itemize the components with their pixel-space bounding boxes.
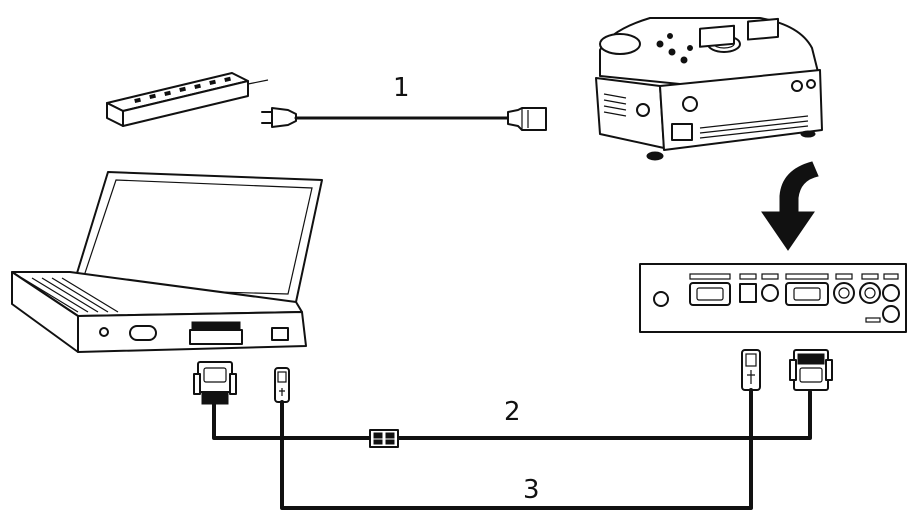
vga-connector-icon	[193, 361, 237, 405]
usb-connector-icon	[274, 367, 290, 403]
label-usb-cable: 3	[523, 475, 540, 505]
power-strip-icon	[106, 72, 269, 127]
label-power-cable: 1	[393, 73, 410, 103]
vga-adapter-icon	[369, 429, 399, 448]
laptop-icon	[11, 171, 323, 353]
usb-cable	[280, 388, 753, 510]
usb-connector-icon	[741, 349, 761, 391]
connector-panel-icon	[639, 263, 907, 333]
vga-connector-icon	[789, 349, 833, 391]
arrow-down-icon	[761, 161, 819, 251]
power-cord-icon	[261, 107, 547, 131]
vga-cable	[212, 390, 812, 440]
label-vga-cable: 2	[504, 397, 521, 427]
projector-icon	[595, 17, 823, 161]
